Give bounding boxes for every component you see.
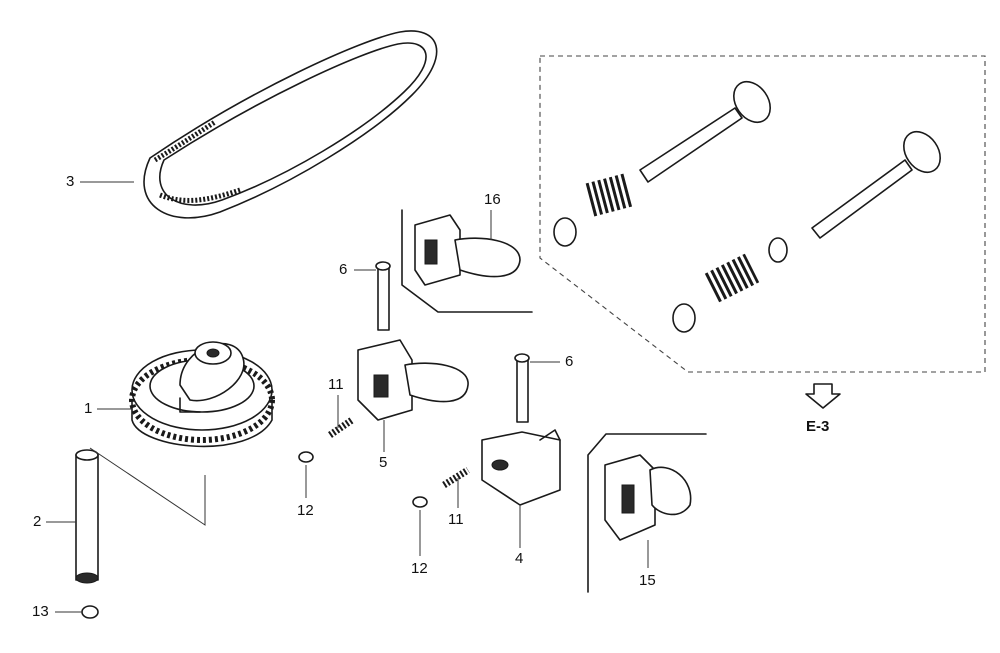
callout-5: 5 [379,454,388,471]
callout-11-lower: 11 [448,511,464,528]
callout-6-lower: 6 [565,353,574,370]
nut-12-upper [298,451,314,463]
callout-3: 3 [66,173,75,190]
nut-12-lower [412,496,428,508]
cam-pulley [129,341,275,448]
rocker-arm-15 [587,433,707,593]
callout-12-upper: 12 [297,502,314,519]
callout-15: 15 [639,572,656,589]
washer-13 [81,605,99,619]
hollow-down-arrow-icon [805,383,841,409]
callout-12-lower: 12 [411,560,428,577]
valve-seal [768,237,788,263]
callout-4: 4 [515,550,524,567]
timing-belt [143,30,438,219]
rocker-pin-lower [514,353,530,423]
adjuster-spring-lower [442,467,470,488]
callout-1: 1 [84,400,93,417]
callout-6-upper: 6 [339,261,348,278]
camshaft [75,447,206,584]
reference-label: E-3 [806,418,830,435]
callout-13: 13 [32,603,49,620]
valve-retainer-2 [672,303,696,333]
rocker-pin-upper [375,261,391,331]
adjuster-spring-upper [328,417,354,438]
rocker-arm-5 [357,339,469,421]
valve-retainer-1 [553,217,577,247]
rocker-arm-16 [401,209,533,313]
callout-2: 2 [33,513,42,530]
callout-16: 16 [484,191,501,208]
valve-assembly-group [539,55,986,373]
rocker-arm-4 [481,429,561,506]
callout-11-upper: 11 [328,376,344,393]
